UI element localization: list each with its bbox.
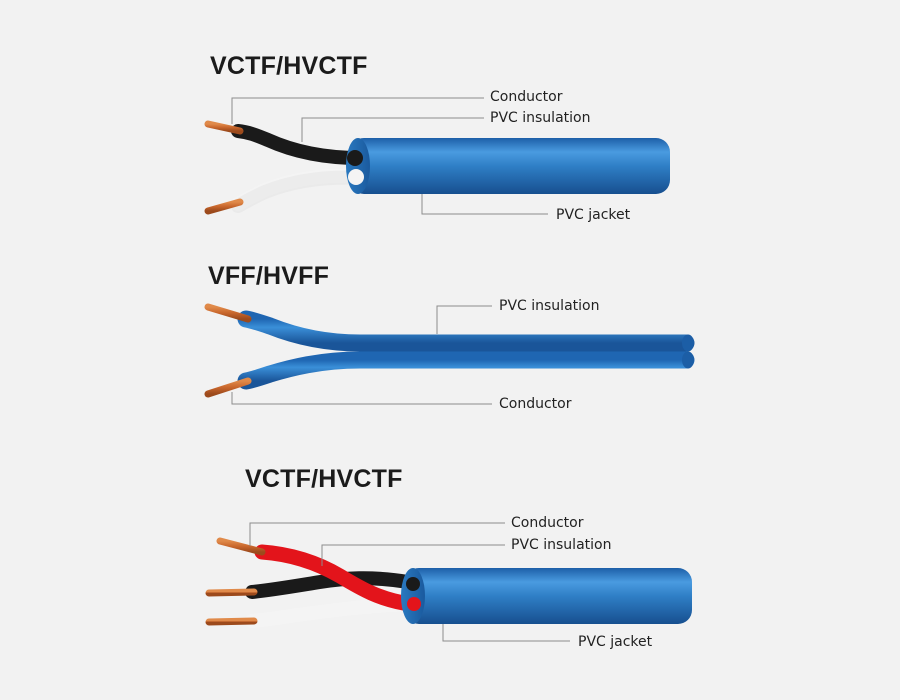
white-insulated-wire — [245, 597, 417, 628]
jacket-end-face — [401, 568, 425, 624]
upper-wire-conductor — [204, 303, 252, 323]
diagram-1-insulation-label: PVC insulation — [490, 110, 591, 126]
diagram-3-jacket-label: PVC jacket — [578, 634, 653, 650]
diagram-1-jacket-label: PVC jacket — [556, 207, 631, 223]
black-insulated-wire — [231, 124, 367, 165]
diagram-2-conductor-label: Conductor — [499, 396, 572, 412]
red-wire-conductor — [216, 537, 266, 556]
diagram-3-title: VCTF/HVCTF — [245, 465, 403, 493]
flat-lower-wire — [237, 351, 695, 390]
diagram-1-title: VCTF/HVCTF — [210, 52, 368, 80]
diagram-1-conductor-label: Conductor — [490, 89, 563, 105]
black-wire-conductor — [204, 120, 244, 135]
lower-wire-conductor — [204, 377, 252, 398]
white-wire-conductor — [204, 198, 244, 215]
cable-jacket — [405, 568, 692, 624]
diagram-2-title: VFF/HVFF — [208, 262, 330, 290]
cable-diagram-2 — [204, 303, 695, 405]
cable-jacket — [350, 138, 670, 194]
cable-diagram-3 — [205, 522, 692, 642]
diagram-3-conductor-label: Conductor — [511, 515, 584, 531]
diagram-2-insulation-label: PVC insulation — [499, 298, 600, 314]
red-insulated-wire — [254, 544, 418, 612]
white-insulated-wire — [231, 168, 367, 211]
black-wire-conductor — [205, 588, 258, 597]
white-wire-conductor — [205, 617, 258, 626]
diagram-3-insulation-label: PVC insulation — [511, 537, 612, 553]
flat-upper-wire — [237, 310, 695, 352]
jacket-end-face — [346, 138, 370, 194]
cable-diagram-1 — [204, 97, 670, 215]
black-insulated-wire — [245, 571, 415, 599]
